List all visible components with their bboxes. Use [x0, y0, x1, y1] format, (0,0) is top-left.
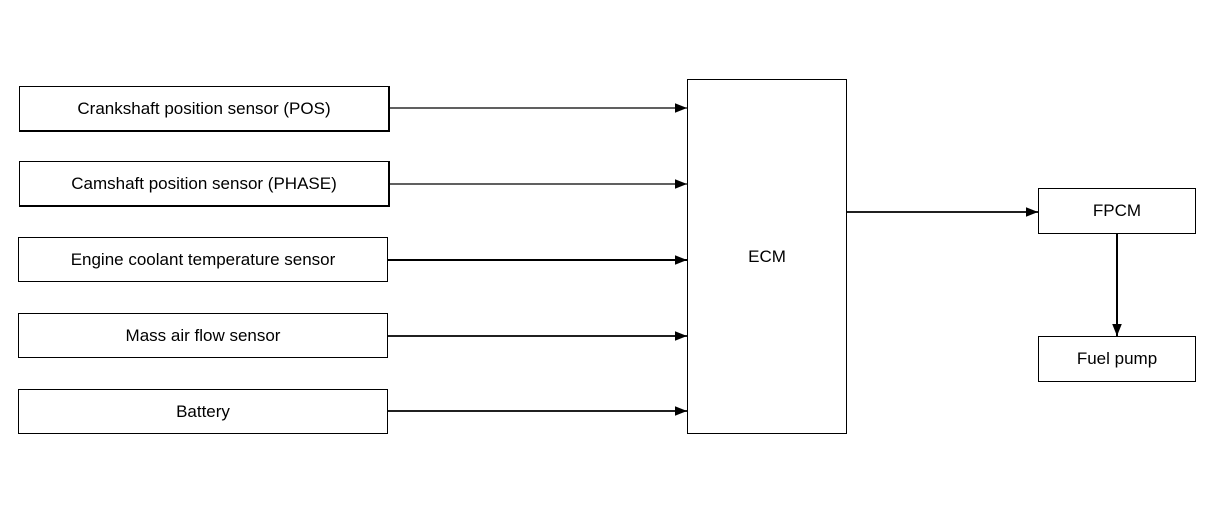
input-label: Crankshaft position sensor (POS): [77, 98, 331, 118]
ecm-block: ECM: [687, 79, 847, 434]
fuel-pump-label: Fuel pump: [1076, 349, 1158, 368]
input-camshaft-position-sensor: Camshaft position sensor (PHASE): [19, 161, 390, 207]
input-label: Mass air flow sensor: [125, 325, 281, 345]
input-label: Camshaft position sensor (PHASE): [71, 173, 337, 193]
input-label: Battery: [176, 401, 230, 421]
input-crankshaft-position-sensor: Crankshaft position sensor (POS): [19, 86, 390, 132]
input-engine-coolant-temperature-sensor: Engine coolant temperature sensor: [18, 237, 388, 282]
input-label: Engine coolant temperature sensor: [70, 249, 336, 269]
fpcm-label: FPCM: [1092, 201, 1142, 220]
ecm-label: ECM: [748, 246, 786, 266]
fpcm-block: FPCM: [1038, 188, 1196, 234]
fuel-pump-block: Fuel pump: [1038, 336, 1196, 382]
input-battery: Battery: [18, 389, 388, 434]
input-mass-air-flow-sensor: Mass air flow sensor: [18, 313, 388, 358]
